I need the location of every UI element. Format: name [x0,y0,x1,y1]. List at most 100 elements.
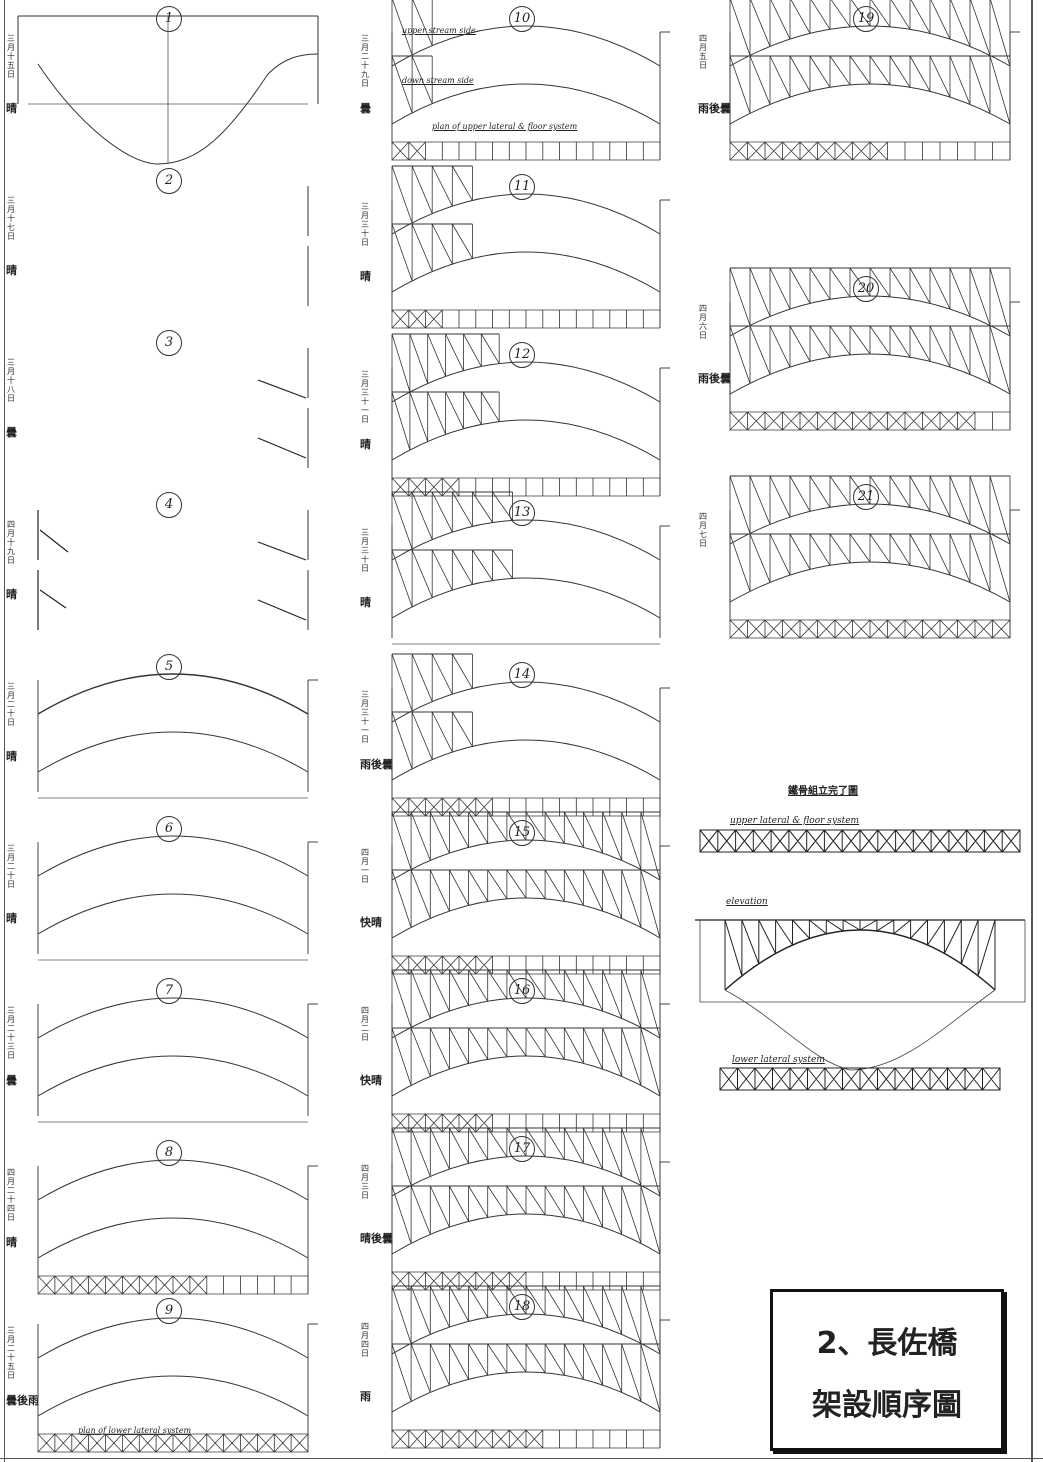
abutment-right-21 [1009,509,1020,622]
downstream-truss-web-18 [391,1343,661,1413]
upper-lateral-plan [699,829,1021,853]
step-date-9: 三月二十五日 [7,1326,15,1380]
step-date-10: 三月二十九日 [361,34,369,88]
abutment-right-18 [659,1319,670,1432]
downstream-arch-17 [391,1213,661,1255]
step-drawing-15 [391,811,670,975]
plan-bracing-11 [391,309,661,329]
downstream-arch-9 [37,1375,309,1417]
downstream-arch-15 [391,897,661,939]
step-weather-19: 雨後曇 [698,102,731,115]
step-drawing-8 [37,1159,318,1295]
step-drawing-6 [37,835,318,961]
step-drawing-4 [37,510,309,630]
downstream-arch-11 [391,251,661,293]
downstream-arch-14 [391,739,661,781]
step-weather-18: 雨 [360,1390,371,1403]
step-drawing-11 [391,165,670,329]
step-drawing-21 [729,475,1020,639]
step-date-20: 四月六日 [699,304,707,340]
step-date-4: 四月十九日 [7,520,15,565]
downstream-truss-web-11 [391,223,473,292]
step-drawing-3 [257,348,309,468]
upstream-truss-web-20 [729,267,1011,337]
plan-bracing-15 [391,955,661,975]
downstream-truss-web-19 [729,55,1011,125]
abutment-right-15 [659,845,670,958]
plan-bracing-18 [391,1429,661,1449]
step-number-14: 14 [509,662,535,688]
step-drawing-2 [307,186,309,306]
abutment-right-8 [307,1165,318,1278]
end-members-right-3 [257,379,307,459]
step-date-5: 三月二十日 [7,682,15,727]
step-number-2: 2 [156,168,182,194]
step-drawing-20 [729,267,1020,431]
upstream-arch-12 [391,361,661,403]
abutment-right-17 [659,1161,670,1274]
upstream-arch-14 [391,681,661,723]
downstream-truss-web-12 [391,391,500,460]
step-drawing-18 [391,1285,670,1449]
step-weather-6: 晴 [6,912,17,925]
downstream-truss-web-15 [391,869,661,939]
step-note-10-2: down stream side [402,76,474,85]
step-weather-12: 晴 [360,438,371,451]
upstream-arch-9 [37,1317,309,1359]
plan-bracing-16 [391,1113,661,1133]
upstream-truss-web-11 [391,165,473,234]
step-drawing-10 [391,0,670,161]
step-weather-16: 快晴 [360,1074,382,1087]
step-drawing-7 [37,997,318,1123]
upstream-arch-10 [391,25,661,67]
downstream-arch-13 [391,577,661,619]
downstream-arch-5 [37,731,309,773]
sheet-bottom-edge [0,1458,1043,1459]
plan-bracing-8 [37,1275,309,1295]
step-drawing-13 [391,491,670,645]
downstream-arch-19 [729,83,1011,125]
step-date-12: 三月三十一日 [361,370,369,424]
plan-bracing-21 [729,619,1011,639]
downstream-arch-12 [391,419,661,461]
title-box: 2、長佐橋 架設順序圖 [770,1289,1004,1451]
step-note-9-3: plan of lower lateral system [78,1426,192,1435]
step-weather-15: 快晴 [360,916,382,929]
step-number-10: 10 [509,6,535,32]
downstream-arch-18 [391,1371,661,1413]
abutment-right-7 [307,1003,318,1116]
step-weather-13: 晴 [360,596,371,609]
step-number-6: 6 [156,816,182,842]
title-bridge-name: 2、長佐橋 [816,1326,958,1361]
step-date-8: 四月二十四日 [7,1168,15,1222]
end-members-left-4 [37,510,69,630]
step-note-10-3: plan of upper lateral & floor system [432,122,578,131]
completed-drawing-lines [695,829,1026,1091]
upstream-truss-web-13 [391,491,513,560]
downstream-arch-21 [729,561,1011,603]
abutment-right-11 [659,199,670,312]
upper-lateral-label: upper lateral & floor system [730,816,860,826]
step-number-9: 9 [156,1298,182,1324]
step-number-5: 5 [156,654,182,680]
upstream-truss-web-17 [391,1127,661,1197]
abutment-right-13 [659,525,670,638]
step-weather-14: 雨後曇 [360,758,393,771]
upstream-arch-8 [37,1159,309,1201]
step-drawing-1 [17,15,319,165]
completed-drawing: 鐵骨組立完了圖 upper lateral & floor system ele… [690,770,1030,1100]
step-date-21: 四月七日 [699,512,707,548]
step-date-6: 三月二十日 [7,844,15,889]
valley-profile-1 [37,53,319,165]
